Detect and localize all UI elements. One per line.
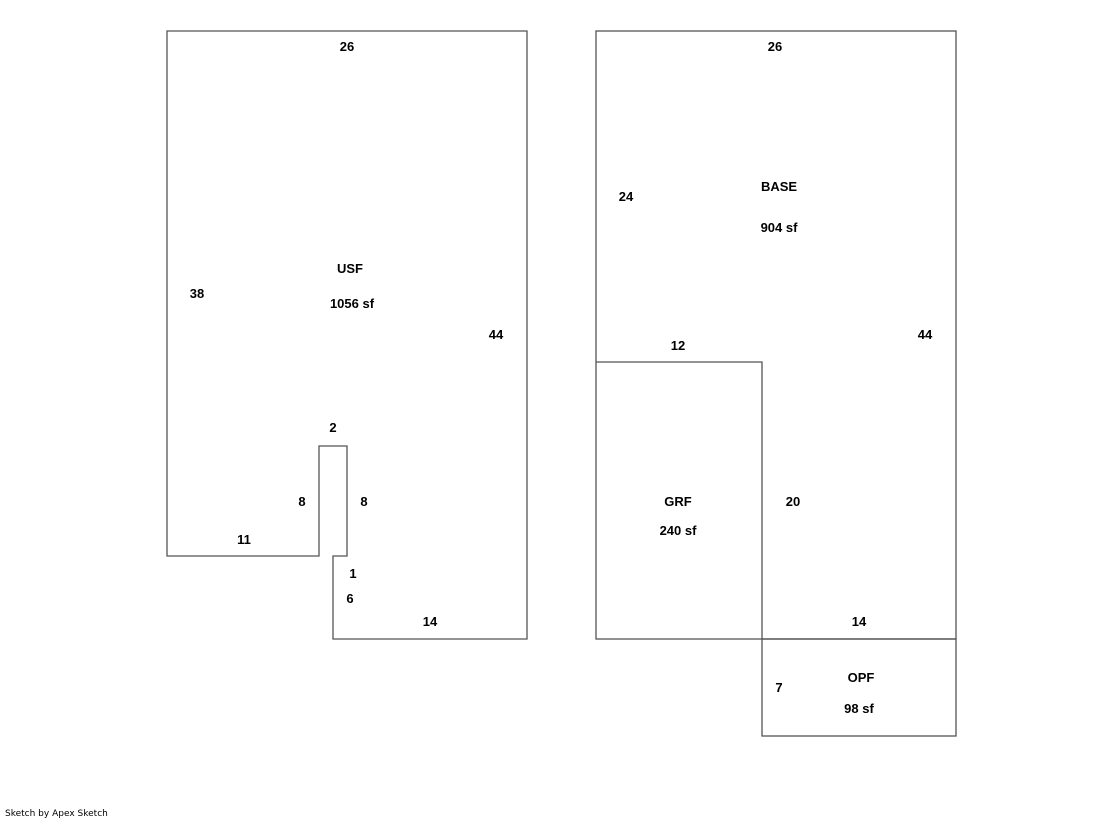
usf-dim-bottom-left: 11 [237, 532, 251, 547]
usf-dim-lower-left: 6 [346, 591, 353, 606]
base-outline [595, 30, 957, 640]
grf-label: GRF [664, 494, 692, 509]
base-area: 904 sf [761, 220, 799, 235]
opf-outline [761, 638, 957, 737]
base-dim-bottom-right: 14 [852, 614, 867, 629]
usf-outline [166, 30, 528, 640]
usf-label: USF [337, 261, 363, 276]
usf-area: 1056 sf [330, 296, 375, 311]
usf-dim-notch-right: 8 [360, 494, 367, 509]
grf-dim-top: 12 [671, 338, 685, 353]
grf-dim-right: 20 [786, 494, 800, 509]
base-dim-right: 44 [918, 327, 933, 342]
opf-area: 98 sf [844, 701, 874, 716]
usf-dim-right: 44 [489, 327, 504, 342]
base-dim-left: 24 [619, 189, 634, 204]
usf-dim-notch-left: 8 [298, 494, 305, 509]
usf-dim-bottom-right: 14 [423, 614, 438, 629]
usf-dim-left: 38 [190, 286, 204, 301]
usf-dim-notch-top: 2 [329, 420, 336, 435]
base-label: BASE [761, 179, 797, 194]
base-dim-top: 26 [768, 39, 782, 54]
usf-dim-step: 1 [349, 566, 356, 581]
grf-outline [596, 361, 763, 639]
sketch-credit: Sketch by Apex Sketch [5, 809, 108, 819]
grf-area: 240 sf [660, 523, 698, 538]
opf-dim-left: 7 [775, 680, 782, 695]
opf-label: OPF [848, 670, 875, 685]
usf-dim-top: 26 [340, 39, 354, 54]
